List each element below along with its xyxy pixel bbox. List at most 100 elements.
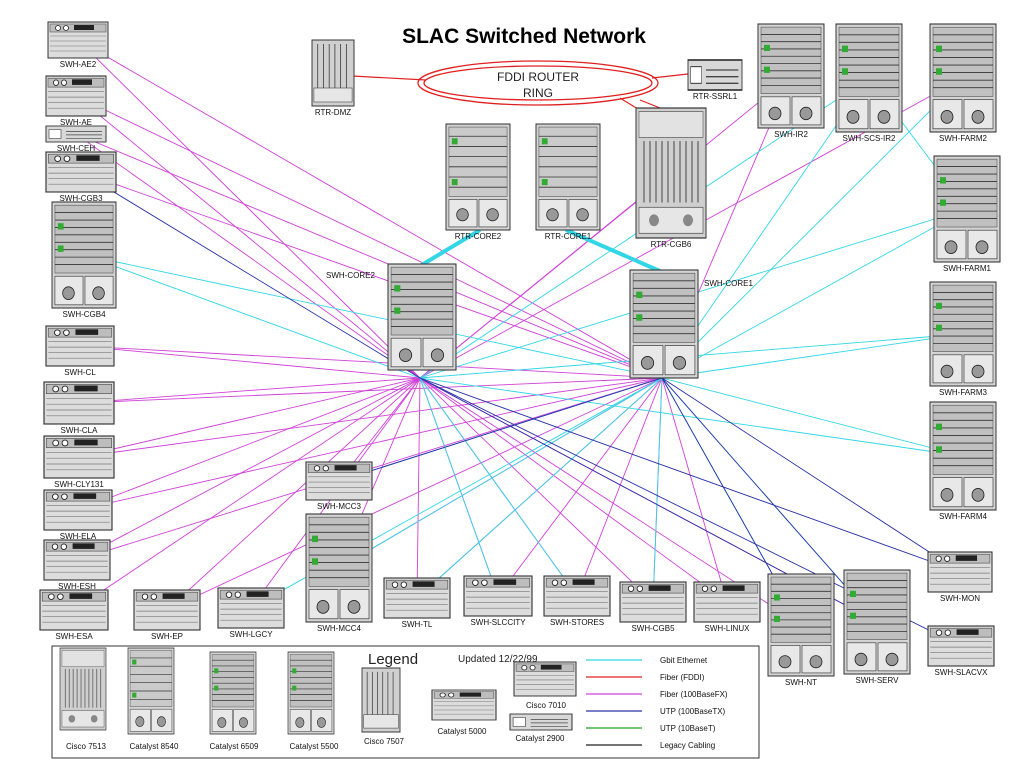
swh-cl-icon xyxy=(45,325,115,367)
device-swh-mcc3: SWH-MCC3 xyxy=(305,461,373,511)
legend-device: Catalyst 5500 xyxy=(287,651,339,751)
swh-cla-icon xyxy=(43,381,115,425)
device-label: RTR-CORE2 xyxy=(455,232,502,241)
swh-tl-icon xyxy=(383,577,451,619)
core-trunk-link-1 xyxy=(418,228,482,268)
legend-link-entry: Legacy Cabling xyxy=(586,741,715,750)
link-swh-stores-swh-core2 xyxy=(419,377,578,597)
legend-device: Catalyst 5000 xyxy=(431,689,497,736)
rtr-core2-icon xyxy=(445,123,511,231)
legend-device-icon xyxy=(287,651,335,735)
device-label: SWH-SLCCITY xyxy=(470,618,526,627)
device-label: SWH-CGB4 xyxy=(62,310,106,319)
link-swh-cgb3-swh-core2 xyxy=(80,171,421,379)
device-label: SWH-EP xyxy=(151,632,183,641)
swh-ceh-icon xyxy=(45,125,107,143)
device-swh-ir2: SWH-IR2 xyxy=(757,23,825,139)
link-swh-ceh-swh-core2 xyxy=(75,133,421,379)
device-swh-ae: SWH-AE xyxy=(45,75,107,127)
legend-link-entry: UTP (10BaseT) xyxy=(586,724,716,733)
link-swh-stores-swh-core1 xyxy=(576,377,663,597)
device-swh-farm1: SWH-FARM1 xyxy=(933,155,1001,273)
ring-label-line2: RING xyxy=(523,86,553,100)
legend-device: Catalyst 6509 xyxy=(210,651,259,751)
legend-link-label: UTP (10BaseT) xyxy=(660,724,716,733)
device-label: SWH-FARM1 xyxy=(943,264,992,273)
legend-device-label: Cisco 7010 xyxy=(526,701,567,710)
fddi-router-ring: FDDI ROUTER RING xyxy=(417,60,659,106)
device-label: SWH-MCC4 xyxy=(317,624,362,633)
swh-farm4-icon xyxy=(929,401,997,511)
device-swh-mon: SWH-MON xyxy=(927,551,993,603)
legend: Legend Updated 12/22/99 Cisco 7513 Cataly… xyxy=(51,645,760,759)
link-swh-slccity-swh-core2 xyxy=(419,377,499,597)
link-swh-ela-swh-core1 xyxy=(77,377,663,511)
device-rtr-core1: RTR-CORE1 xyxy=(535,123,601,241)
device-label: SWH-SCS-IR2 xyxy=(843,134,896,143)
link-swh-mcc4-swh-core1 xyxy=(338,377,663,569)
link-swh-mcc3-swh-core1 xyxy=(338,377,663,482)
legend-link-label: Fiber (FDDI) xyxy=(660,673,705,682)
legend-device-icon xyxy=(127,647,175,735)
device-label: SWH-MON xyxy=(940,594,980,603)
legend-device-icon xyxy=(513,661,577,697)
link-swh-farm1-swh-core1 xyxy=(661,208,968,379)
device-label: SWH-AE2 xyxy=(60,60,97,69)
swh-slccity-icon xyxy=(463,575,533,617)
core-trunk-link-2 xyxy=(565,228,663,274)
legend-device: Cisco 7513 xyxy=(59,647,107,751)
ring-label-line1: FDDI ROUTER xyxy=(497,70,579,84)
swh-mcc3-icon xyxy=(305,461,373,501)
link-swh-cgb4-swh-core2 xyxy=(83,254,421,379)
device-label: SWH-SLACVX xyxy=(935,668,989,677)
device-swh-mcc4: SWH-MCC4 xyxy=(305,513,373,633)
link-swh-ela-swh-core2 xyxy=(77,377,421,511)
link-swh-ceh-swh-core1 xyxy=(75,133,663,379)
link-swh-ep-swh-core2 xyxy=(166,377,421,611)
device-swh-esa: SWH-ESA xyxy=(39,589,109,641)
rtr-dmz-icon xyxy=(311,39,355,107)
device-label: SWH-CORE2 xyxy=(326,271,375,280)
swh-ep-icon xyxy=(133,589,201,631)
device-label: SWH-ESH xyxy=(58,582,96,591)
swh-linux-icon xyxy=(693,581,761,623)
swh-ela-icon xyxy=(43,489,113,531)
device-swh-nt: SWH-NT xyxy=(767,573,835,687)
swh-cgb5-icon xyxy=(619,581,687,623)
device-label: SWH-IR2 xyxy=(774,130,808,139)
device-swh-farm4: SWH-FARM4 xyxy=(929,401,997,521)
link-swh-cla-swh-core1 xyxy=(78,377,663,404)
device-label: SWH-STORES xyxy=(550,618,604,627)
device-swh-ae2: SWH-AE2 xyxy=(47,21,109,69)
device-label: SWH-FARM3 xyxy=(939,388,988,397)
link-swh-cgb3-swh-core1 xyxy=(80,171,663,379)
legend-device-label: Catalyst 8540 xyxy=(130,742,179,751)
link-swh-cgb5-swh-core2 xyxy=(419,377,654,603)
device-label: SWH-ESA xyxy=(55,632,93,641)
legend-title: Legend xyxy=(368,651,418,668)
swh-esa-icon xyxy=(39,589,109,631)
link-swh-cla-swh-core2 xyxy=(78,377,421,404)
device-swh-farm2: SWH-FARM2 xyxy=(929,23,997,143)
device-swh-cl: SWH-CL xyxy=(45,325,115,377)
swh-ae2-icon xyxy=(47,21,109,59)
legend-device: Cisco 7507 xyxy=(361,667,405,746)
link-swh-farm2-swh-core1 xyxy=(661,77,964,379)
legend-link-entry: Fiber (100BaseFX) xyxy=(586,690,728,699)
swh-serv-icon xyxy=(843,569,911,675)
device-swh-scs-ir2: SWH-SCS-IR2 xyxy=(835,23,903,143)
link-swh-core2-swh-mon xyxy=(419,377,961,573)
link-swh-cl-swh-core1 xyxy=(79,345,663,379)
legend-link-entry: Gbit Ethernet xyxy=(586,656,708,665)
device-label: SWH-NT xyxy=(785,678,817,687)
legend-updated: Updated 12/22/99 xyxy=(458,654,538,665)
legend-device-label: Cisco 7513 xyxy=(66,742,107,751)
device-swh-slccity: SWH-SLCCITY xyxy=(463,575,533,627)
swh-esh-icon xyxy=(43,539,111,581)
legend-device-label: Cisco 7507 xyxy=(364,737,405,746)
link-swh-esa-swh-core2 xyxy=(73,377,421,611)
device-label: SWH-LINUX xyxy=(705,624,751,633)
link-swh-cly131-swh-core1 xyxy=(78,377,663,458)
